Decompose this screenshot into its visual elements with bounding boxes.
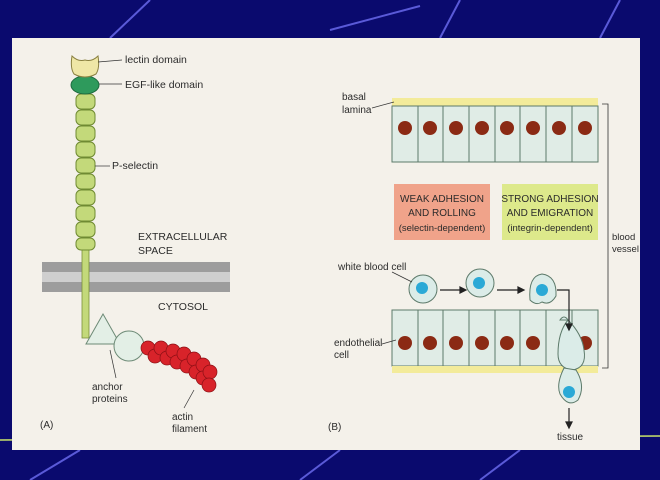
- decor-line: [439, 0, 461, 39]
- actin-leader: [183, 389, 195, 409]
- anchor-leader: [109, 349, 117, 379]
- lectin-domain: [70, 54, 100, 78]
- weak-adhesion-line1: WEAK ADHESION: [400, 194, 484, 205]
- actin-filament-label-line2: filament: [172, 424, 207, 435]
- basal-lamina-label-line1: basal: [342, 92, 366, 103]
- blood-vessel-label-line1: blood: [612, 232, 635, 243]
- transmembrane-stalk: [81, 247, 90, 339]
- decor-line: [479, 449, 521, 480]
- egf-like-domain: [70, 75, 100, 95]
- blood-vessel-label-line2: vessel: [612, 244, 639, 255]
- strong-adhesion-line1: STRONG ADHESION: [501, 194, 598, 205]
- migration-arrows: [440, 286, 573, 430]
- panel-b-letter: (B): [328, 422, 341, 433]
- membrane-core: [42, 272, 230, 282]
- white-blood-cell-leader: [391, 271, 413, 283]
- endothelial-leader: [381, 339, 397, 345]
- white-blood-cell-2: [465, 268, 495, 298]
- egf-domain-label: EGF-like domain: [125, 79, 203, 91]
- cytosol-label: CYTOSOL: [158, 301, 208, 313]
- endothelial-row-top: [391, 105, 599, 163]
- decor-line: [329, 5, 421, 31]
- weak-adhesion-box: [394, 184, 490, 240]
- basal-lamina-top: [392, 98, 598, 106]
- actin-filament-label-line1: actin: [172, 412, 193, 423]
- basal-lamina-label-line2: lamina: [342, 105, 372, 116]
- anchor-proteins-label-line2: proteins: [92, 394, 128, 405]
- decor-line: [599, 0, 621, 39]
- blood-vessel-bracket: [602, 103, 609, 369]
- weak-adhesion-line3: (selectin-dependent): [399, 223, 486, 234]
- anchor-proteins-label-line1: anchor: [92, 382, 123, 393]
- weak-adhesion-line2: AND ROLLING: [408, 208, 476, 219]
- anchor-triangle: [85, 312, 121, 345]
- anchor-circle: [113, 330, 145, 362]
- membrane-outer-layer: [42, 262, 230, 272]
- basal-lamina-bottom: [392, 366, 598, 373]
- strong-adhesion-line3: (integrin-dependent): [507, 223, 593, 234]
- strong-adhesion-box: [502, 184, 598, 240]
- decor-line: [29, 449, 81, 480]
- basal-lamina-leader: [371, 101, 395, 109]
- p-selectin-repeats: [75, 93, 96, 251]
- panel-a-letter: (A): [40, 420, 53, 431]
- p-selectin-label: P-selectin: [112, 160, 158, 172]
- endothelial-cell-label-line1: endothelial: [334, 338, 382, 349]
- actin-filament: [140, 340, 218, 393]
- decor-line: [109, 0, 151, 39]
- extracellular-label-line2: SPACE: [138, 245, 173, 257]
- lectin-domain-label: lectin domain: [125, 54, 187, 66]
- white-blood-cell-3: [529, 273, 557, 305]
- extracellular-label-line1: EXTRACELLULAR: [138, 231, 228, 243]
- tissue-label: tissue: [557, 432, 584, 443]
- strong-adhesion-line2: AND EMIGRATION: [507, 208, 593, 219]
- lectin-leader: [97, 59, 123, 63]
- membrane-inner-layer: [42, 282, 230, 292]
- white-blood-cell-emigrating: [557, 316, 585, 404]
- panel-a: lectin domain EGF-like domain P-selectin…: [40, 54, 230, 435]
- white-blood-cell-label: white blood cell: [337, 262, 406, 273]
- white-blood-cell-1: [408, 274, 438, 304]
- panel-b: WEAK ADHESION AND ROLLING (selectin-depe…: [328, 92, 639, 443]
- endothelial-cell-label-line2: cell: [334, 350, 349, 361]
- decor-line: [299, 449, 341, 480]
- figure-panel: lectin domain EGF-like domain P-selectin…: [12, 38, 640, 450]
